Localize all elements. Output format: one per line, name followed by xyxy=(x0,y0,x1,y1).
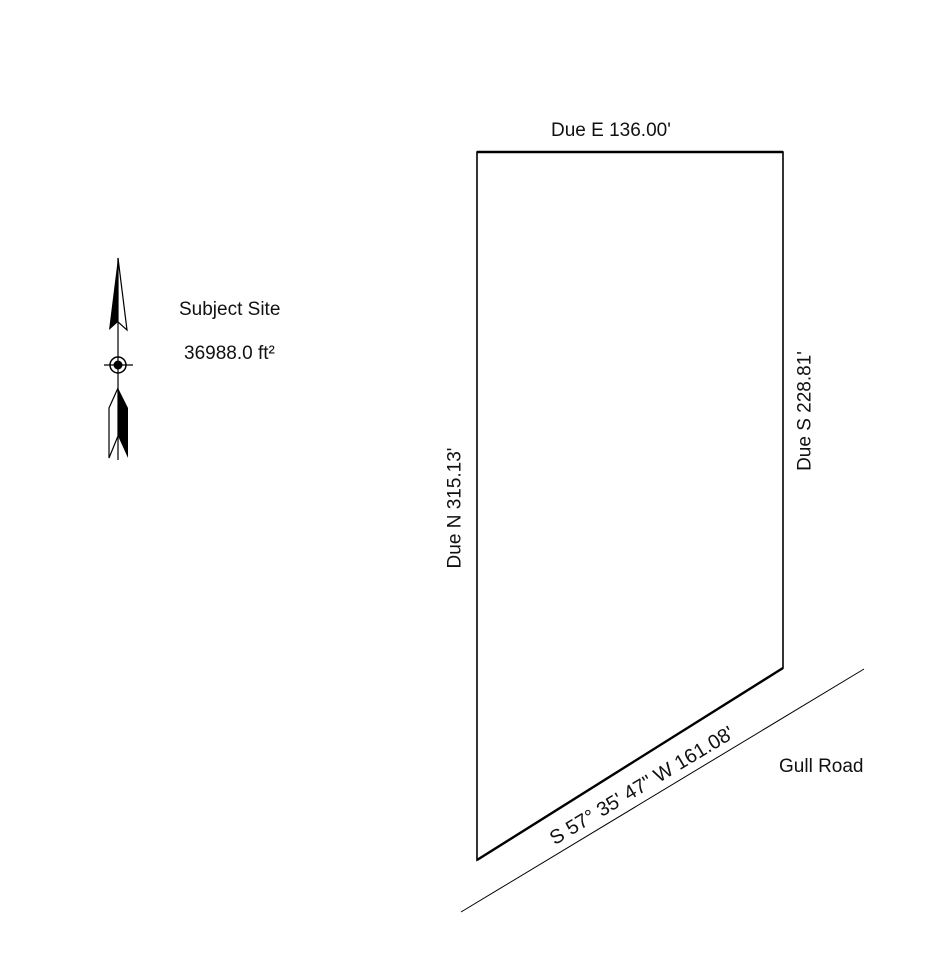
parcel-boundary xyxy=(476,151,784,862)
north-boundary-label: Due E 136.00' xyxy=(551,120,671,141)
east-boundary-label: Due S 228.81' xyxy=(794,351,816,471)
site-area-label: 36988.0 ft² xyxy=(184,343,275,364)
west-boundary-label: Due N 315.13' xyxy=(444,447,466,569)
site-title-label: Subject Site xyxy=(179,299,281,320)
north-arrow-icon xyxy=(104,257,133,460)
south-boundary-line xyxy=(476,666,784,862)
road-name-label: Gull Road xyxy=(779,756,864,777)
gull-road-line xyxy=(460,668,865,913)
